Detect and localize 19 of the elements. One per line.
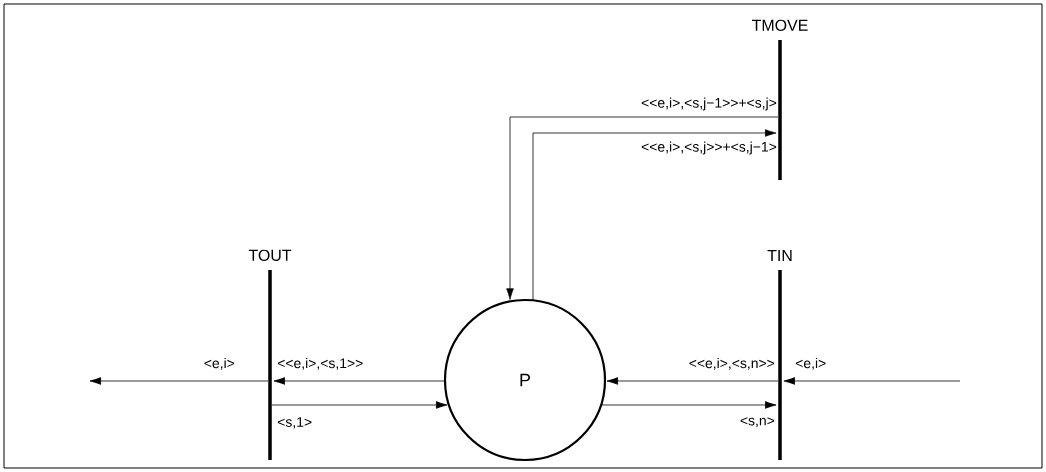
edge-label: <<e,i>,<s,1>> (276, 356, 365, 371)
arc-arrow (506, 116, 779, 300)
node-label: TIN (767, 249, 792, 261)
edge-label: <s,1> (276, 416, 314, 430)
node-label: TMOVE (752, 19, 808, 31)
arc-arrow (271, 401, 448, 409)
edge-label: <e,i> (794, 356, 828, 371)
arc-arrow (89, 377, 269, 385)
edge-label: <e,i> (202, 356, 236, 371)
node-label: TOUT (248, 249, 292, 261)
edge-label: <<e,i>,<s,j>>+<s,j−1> (640, 140, 778, 156)
edge-label: <s,n> (738, 416, 776, 429)
arc-arrow (783, 377, 961, 385)
edge-label: <<e,i>,<s,j−1>>+<s,j> (640, 96, 778, 112)
arc-arrow (600, 401, 777, 409)
arc-arrow (273, 377, 446, 385)
edge-label: <<e,i>,<s,n>> (687, 356, 776, 371)
arc-arrow (532, 129, 777, 301)
arc-arrow (606, 377, 779, 385)
